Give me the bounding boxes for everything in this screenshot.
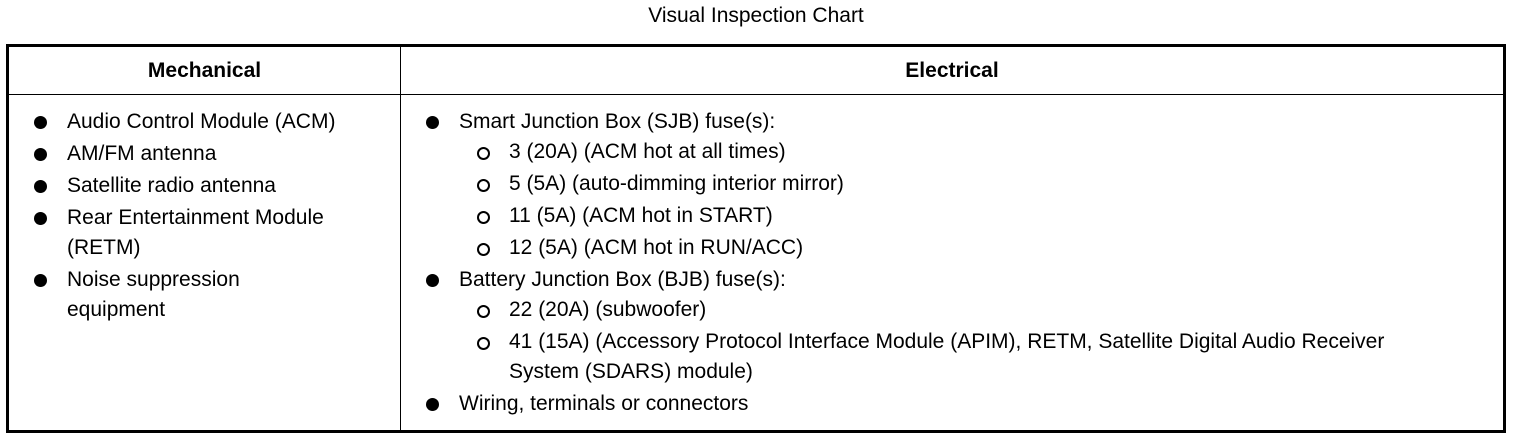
mechanical-header: Mechanical xyxy=(7,45,401,95)
filled-bullet-icon xyxy=(34,180,47,193)
hollow-bullet-icon xyxy=(477,305,490,318)
list-item: AM/FM antenna xyxy=(9,139,367,169)
list-item-text: Rear Entertainment Module (RETM) xyxy=(67,206,324,259)
list-item-text: Wiring, terminals or connectors xyxy=(459,392,749,415)
electrical-header: Electrical xyxy=(400,45,1505,95)
hollow-bullet-icon xyxy=(477,147,490,160)
filled-bullet-icon xyxy=(34,212,47,225)
sub-list-item: 11 (5A) (ACM hot in START) xyxy=(459,201,1503,231)
list-item: Satellite radio antenna xyxy=(9,171,367,201)
chart-title: Visual Inspection Chart xyxy=(648,4,864,27)
sub-list: 22 (20A) (subwoofer) 41 (15A) (Accessory… xyxy=(401,295,1503,387)
hollow-bullet-icon xyxy=(477,179,490,192)
sub-list-item-text: 12 (5A) (ACM hot in RUN/ACC) xyxy=(509,236,804,259)
hollow-bullet-icon xyxy=(477,211,490,224)
sub-list-item-text: 41 (15A) (Accessory Protocol Interface M… xyxy=(509,330,1385,383)
list-item: Smart Junction Box (SJB) fuse(s): 3 (20A… xyxy=(401,107,1503,263)
hollow-bullet-icon xyxy=(477,243,490,256)
list-item: Wiring, terminals or connectors xyxy=(401,389,1503,419)
header-row: Mechanical Electrical xyxy=(7,45,1505,95)
sub-list-item: 12 (5A) (ACM hot in RUN/ACC) xyxy=(459,233,1503,263)
sub-list: 3 (20A) (ACM hot at all times) 5 (5A) (a… xyxy=(401,137,1503,263)
sub-list-item-text: 5 (5A) (auto-dimming interior mirror) xyxy=(509,172,844,195)
filled-bullet-icon xyxy=(34,116,47,129)
hollow-bullet-icon xyxy=(477,337,490,350)
filled-bullet-icon xyxy=(34,148,47,161)
sub-list-item-text: 3 (20A) (ACM hot at all times) xyxy=(509,140,786,163)
electrical-list: Smart Junction Box (SJB) fuse(s): 3 (20A… xyxy=(401,95,1503,419)
sub-list-item-text: 22 (20A) (subwoofer) xyxy=(509,298,707,321)
electrical-cell: Smart Junction Box (SJB) fuse(s): 3 (20A… xyxy=(400,94,1505,432)
list-item-text: AM/FM antenna xyxy=(67,142,217,165)
inspection-table: Mechanical Electrical Audio Control Modu… xyxy=(6,44,1506,433)
list-item-text: Battery Junction Box (BJB) fuse(s): xyxy=(459,268,786,291)
list-item-text: Noise suppression equipment xyxy=(67,268,240,321)
list-item: Noise suppression equipment xyxy=(9,265,327,325)
sub-list-item: 22 (20A) (subwoofer) xyxy=(459,295,1503,325)
sub-list-item: 3 (20A) (ACM hot at all times) xyxy=(459,137,1503,167)
filled-bullet-icon xyxy=(426,398,439,411)
mechanical-list: Audio Control Module (ACM) AM/FM antenna… xyxy=(9,95,400,325)
mechanical-cell: Audio Control Module (ACM) AM/FM antenna… xyxy=(7,94,401,432)
list-item: Audio Control Module (ACM) xyxy=(9,107,367,137)
filled-bullet-icon xyxy=(34,274,47,287)
list-item: Battery Junction Box (BJB) fuse(s): 22 (… xyxy=(401,265,1503,387)
list-item-text: Audio Control Module (ACM) xyxy=(67,110,336,133)
content-row: Audio Control Module (ACM) AM/FM antenna… xyxy=(7,94,1505,432)
sub-list-item: 5 (5A) (auto-dimming interior mirror) xyxy=(459,169,1503,199)
sub-list-item: 41 (15A) (Accessory Protocol Interface M… xyxy=(459,327,1449,387)
filled-bullet-icon xyxy=(426,274,439,287)
sub-list-item-text: 11 (5A) (ACM hot in START) xyxy=(509,204,773,227)
list-item-text: Smart Junction Box (SJB) fuse(s): xyxy=(459,110,776,133)
filled-bullet-icon xyxy=(426,116,439,129)
list-item: Rear Entertainment Module (RETM) xyxy=(9,203,367,263)
list-item-text: Satellite radio antenna xyxy=(67,174,276,197)
